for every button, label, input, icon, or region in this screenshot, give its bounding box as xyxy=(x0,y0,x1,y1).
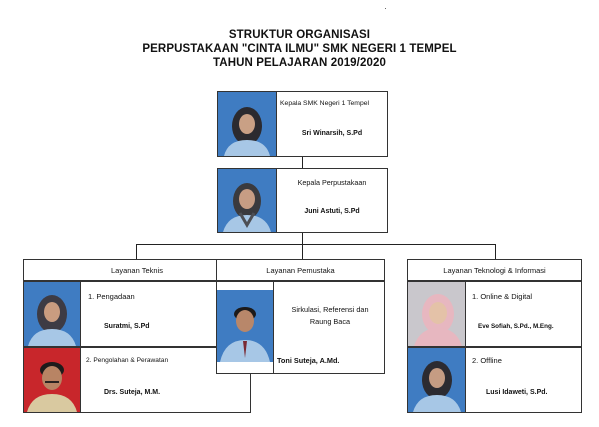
librarian-name: Juni Astuti, S.Pd xyxy=(304,208,360,215)
head-photo xyxy=(218,92,276,156)
offline-name: Lusi Idaweti, S.Pd. xyxy=(486,389,548,396)
stray-dot xyxy=(385,8,386,9)
technical-item-2-divider xyxy=(80,348,81,412)
chart-title-line-3: TAHUN PELAJARAN 2019/2020 xyxy=(213,57,386,69)
technical-header: Layanan Teknis xyxy=(23,259,251,281)
online-name: Eve Sofiah, S.Pd., M.Eng. xyxy=(478,323,554,330)
reader-divider xyxy=(273,282,274,373)
person-hijab-icon xyxy=(24,282,80,346)
person-man-icon xyxy=(217,290,273,362)
tech-info-item-1-divider xyxy=(465,282,466,346)
procurement-label: 1. Pengadaan xyxy=(88,292,135,301)
online-label: 1. Online & Digital xyxy=(472,292,533,301)
reader-name: Toni Suteja, A.Md. xyxy=(277,356,340,365)
toni-photo xyxy=(217,290,273,362)
chart-title-line-2: PERPUSTAKAAN "CINTA ILMU" SMK NEGERI 1 T… xyxy=(142,43,457,55)
head-name: Sri Winarsih, S.Pd xyxy=(301,130,363,137)
connector-librarian-down xyxy=(302,233,303,244)
librarian-role: Kepala Perpustakaan xyxy=(297,178,367,187)
technical-title: Layanan Teknis xyxy=(111,265,163,275)
person-hijab-icon xyxy=(218,169,276,232)
chart-title-line-1: STRUKTUR ORGANISASI xyxy=(228,29,371,41)
tech-info-header: Layanan Teknologi & Informasi xyxy=(407,259,582,281)
reader-description: Sirkulasi, Referensi dan Raung Baca xyxy=(291,305,369,326)
offline-label: 2. Offline xyxy=(472,356,502,365)
connector-to-tech-info xyxy=(495,244,496,259)
suteja-photo xyxy=(24,348,80,412)
connector-to-technical xyxy=(136,244,137,259)
head-role: Kepala SMK Negeri 1 Tempel xyxy=(280,100,370,107)
person-hijab-icon xyxy=(218,92,276,156)
tech-info-item-2-divider xyxy=(465,348,466,412)
librarian-divider xyxy=(276,169,277,232)
connector-to-reader xyxy=(302,244,303,259)
technical-item-1-divider xyxy=(80,282,81,346)
procurement-name: Suratmi, S.Pd xyxy=(104,323,150,330)
suratmi-photo xyxy=(24,282,80,346)
processing-name: Drs. Suteja, M.M. xyxy=(104,389,161,396)
person-hijab-icon xyxy=(408,348,465,412)
tech-info-title: Layanan Teknologi & Informasi xyxy=(443,265,546,275)
eve-photo xyxy=(408,282,465,346)
reader-title: Layanan Pemustaka xyxy=(266,265,335,275)
lusi-photo xyxy=(408,348,465,412)
processing-label: 2. Pengolahan & Perawatan xyxy=(86,357,169,364)
person-man-icon xyxy=(24,348,80,412)
connector-horizontal xyxy=(136,244,496,245)
reader-header: Layanan Pemustaka xyxy=(216,259,385,281)
head-divider xyxy=(276,92,277,156)
librarian-photo xyxy=(218,169,276,232)
person-hijab-icon xyxy=(408,282,465,346)
connector-head-to-librarian xyxy=(302,157,303,168)
